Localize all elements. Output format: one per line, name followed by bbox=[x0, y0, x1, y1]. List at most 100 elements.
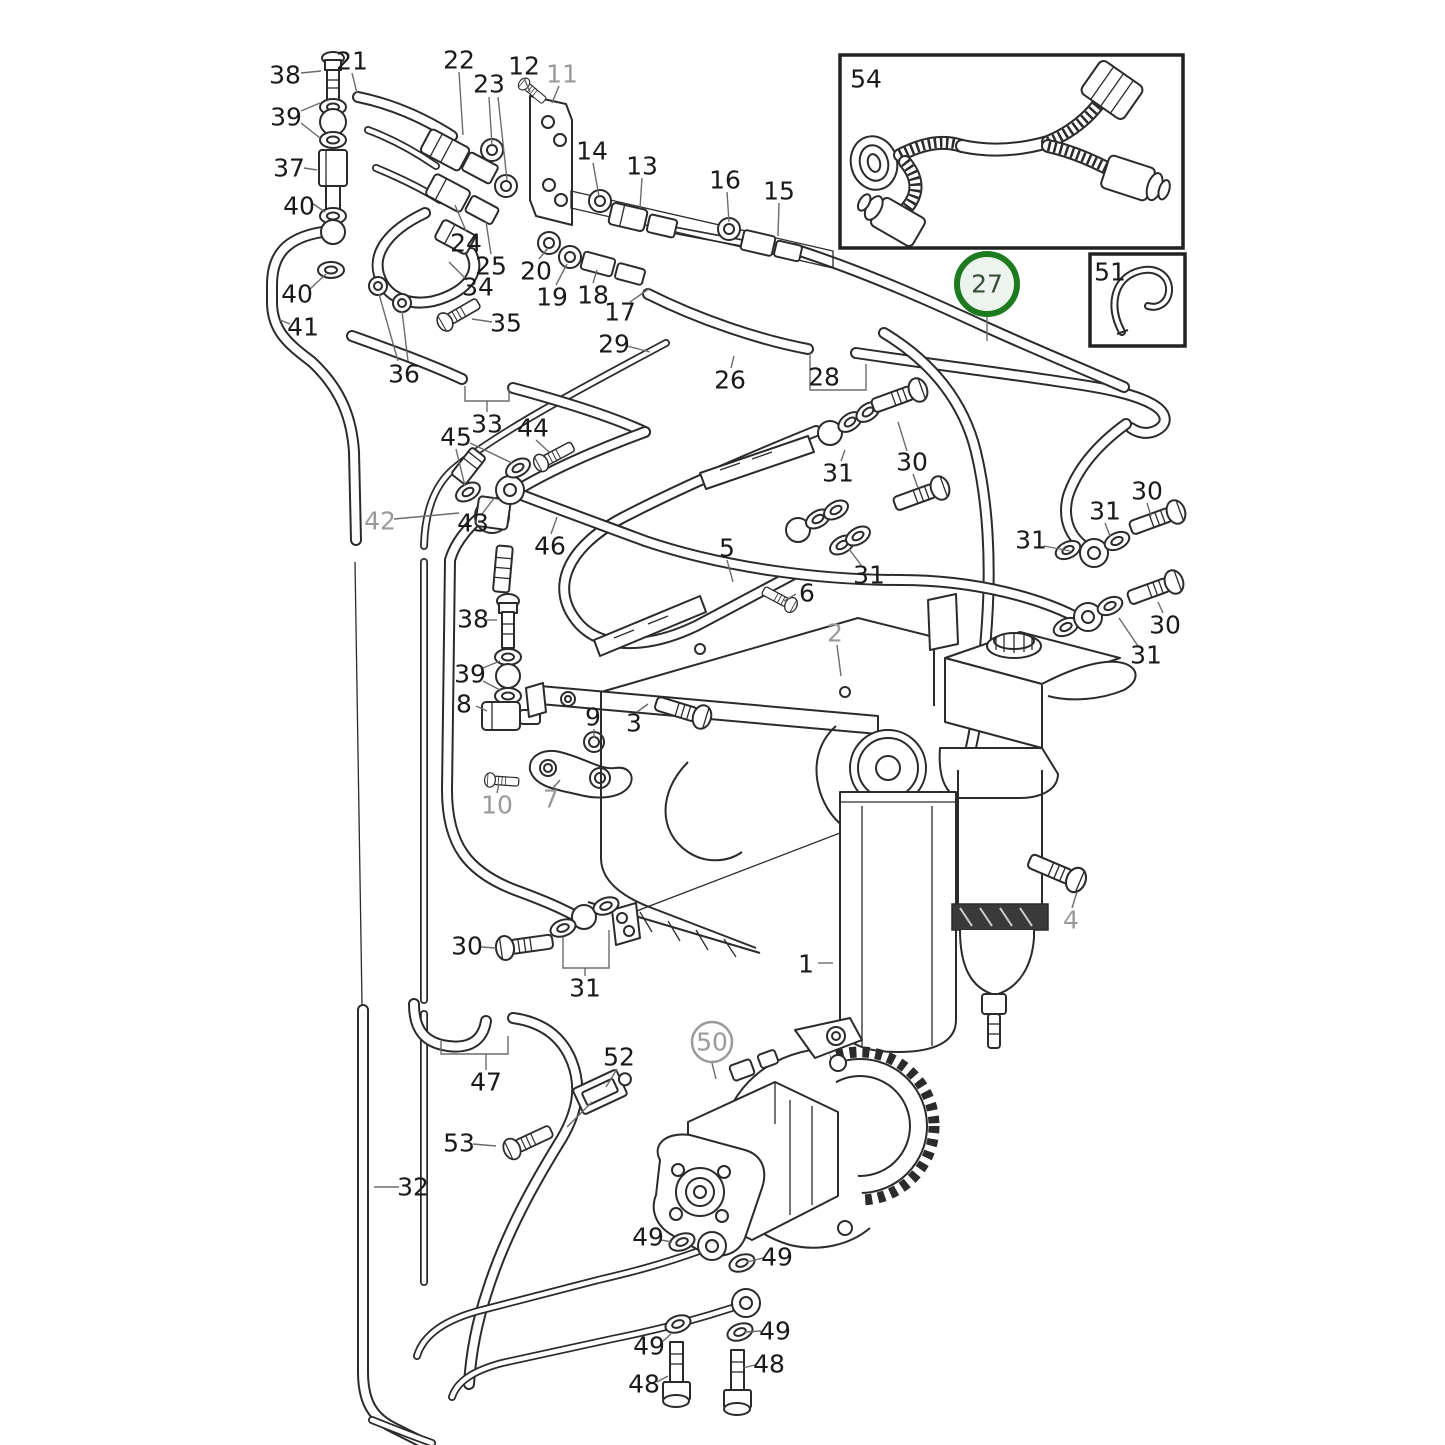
leader-line bbox=[551, 85, 560, 104]
part-label-49: 49 bbox=[759, 1317, 791, 1346]
part-label-52: 52 bbox=[603, 1043, 635, 1072]
highlight-circle bbox=[954, 251, 1020, 317]
part-label-37: 37 bbox=[273, 154, 305, 183]
part-label-38: 38 bbox=[457, 605, 489, 634]
leader-line bbox=[469, 442, 513, 464]
leader-line bbox=[351, 72, 358, 94]
part-label-36: 36 bbox=[388, 360, 420, 389]
part-label-45: 45 bbox=[440, 423, 472, 452]
part-label-39: 39 bbox=[454, 660, 486, 689]
part-label-38: 38 bbox=[269, 61, 301, 90]
leader-line bbox=[555, 263, 568, 286]
leader-line bbox=[592, 162, 600, 197]
part-label-40: 40 bbox=[281, 280, 313, 309]
leader-line bbox=[897, 421, 908, 452]
leader-line bbox=[485, 221, 492, 255]
part-label-29: 29 bbox=[598, 330, 630, 359]
leader-line bbox=[742, 1364, 756, 1369]
leader-line bbox=[300, 122, 321, 139]
leader-line bbox=[1157, 601, 1164, 614]
part-label-43: 43 bbox=[457, 509, 489, 538]
part-label-30: 30 bbox=[1131, 477, 1163, 506]
leader-line bbox=[605, 1068, 618, 1088]
leader-line bbox=[401, 310, 409, 362]
leader-line bbox=[562, 930, 610, 969]
leader-line bbox=[639, 177, 643, 209]
leader-line bbox=[848, 548, 862, 566]
part-label-23: 23 bbox=[473, 70, 505, 99]
part-label-49: 49 bbox=[632, 1223, 664, 1252]
part-label-16: 16 bbox=[709, 166, 741, 195]
part-label-49: 49 bbox=[633, 1332, 665, 1361]
part-label-34: 34 bbox=[462, 273, 494, 302]
part-label-40: 40 bbox=[283, 192, 315, 221]
part-label-31: 31 bbox=[569, 974, 601, 1003]
leader-line bbox=[626, 345, 651, 353]
leader-line bbox=[471, 318, 493, 323]
leader-line bbox=[912, 473, 919, 489]
top-left-banjo-stack bbox=[317, 51, 348, 279]
reference-circle bbox=[690, 1020, 734, 1064]
part-label-48: 48 bbox=[628, 1370, 660, 1399]
leader-line bbox=[836, 644, 842, 677]
leader-line bbox=[777, 202, 780, 237]
part-label-18: 18 bbox=[577, 281, 609, 310]
part-label-31: 31 bbox=[853, 561, 885, 590]
leader-line bbox=[487, 388, 510, 402]
part-label-2: 2 bbox=[827, 619, 843, 648]
leader-line bbox=[481, 496, 496, 515]
part-label-54: 54 bbox=[850, 65, 882, 94]
leader-line bbox=[482, 680, 501, 691]
leader-line bbox=[393, 512, 460, 520]
part-label-53: 53 bbox=[443, 1129, 475, 1158]
part-label-12: 12 bbox=[508, 52, 540, 81]
leader-line bbox=[458, 71, 464, 136]
leader-line bbox=[455, 448, 466, 487]
part-label-19: 19 bbox=[536, 283, 568, 312]
leader-line bbox=[840, 449, 846, 462]
part-label-50: 50 bbox=[696, 1028, 728, 1057]
leader-line bbox=[1104, 522, 1111, 537]
middle-fittings bbox=[451, 374, 1190, 657]
leader-line bbox=[535, 439, 550, 453]
part-label-48: 48 bbox=[753, 1350, 785, 1379]
part-label-21: 21 bbox=[336, 47, 368, 76]
mounting-bracket-plate bbox=[493, 593, 959, 963]
part-label-24: 24 bbox=[450, 229, 482, 258]
part-label-44: 44 bbox=[517, 414, 549, 443]
part-label-31: 31 bbox=[822, 459, 854, 488]
reservoir-arm bbox=[1041, 660, 1137, 701]
leader-line bbox=[496, 783, 500, 794]
part-label-1: 1 bbox=[798, 950, 814, 979]
part-label-11: 11 bbox=[546, 60, 578, 89]
part-label-14: 14 bbox=[576, 137, 608, 166]
leader-line bbox=[488, 96, 493, 146]
part-label-9: 9 bbox=[585, 703, 601, 732]
leader-line bbox=[309, 273, 327, 290]
leader-line bbox=[746, 1257, 764, 1263]
part-label-39: 39 bbox=[270, 103, 302, 132]
leader-line bbox=[448, 261, 468, 281]
part-label-33: 33 bbox=[471, 410, 503, 439]
leader-line bbox=[454, 204, 467, 232]
leader-line bbox=[464, 386, 488, 412]
part-label-31: 31 bbox=[1015, 526, 1047, 555]
part-label-42: 42 bbox=[364, 507, 396, 536]
leader-line bbox=[660, 1239, 673, 1243]
fuel-filter-assembly bbox=[815, 631, 1137, 1053]
part-label-4: 4 bbox=[1063, 906, 1079, 935]
leader-line bbox=[480, 946, 497, 949]
leader-line bbox=[475, 705, 488, 712]
leader-line bbox=[378, 293, 399, 362]
leader-line bbox=[783, 593, 797, 602]
part-label-46: 46 bbox=[534, 532, 566, 561]
part-label-30: 30 bbox=[1149, 611, 1181, 640]
leader-line bbox=[592, 269, 598, 284]
part-label-22: 22 bbox=[443, 46, 475, 75]
leader-line bbox=[809, 352, 867, 391]
part-label-3: 3 bbox=[626, 709, 642, 738]
pump-drive-gear bbox=[780, 1046, 940, 1206]
leader-line bbox=[497, 96, 508, 181]
